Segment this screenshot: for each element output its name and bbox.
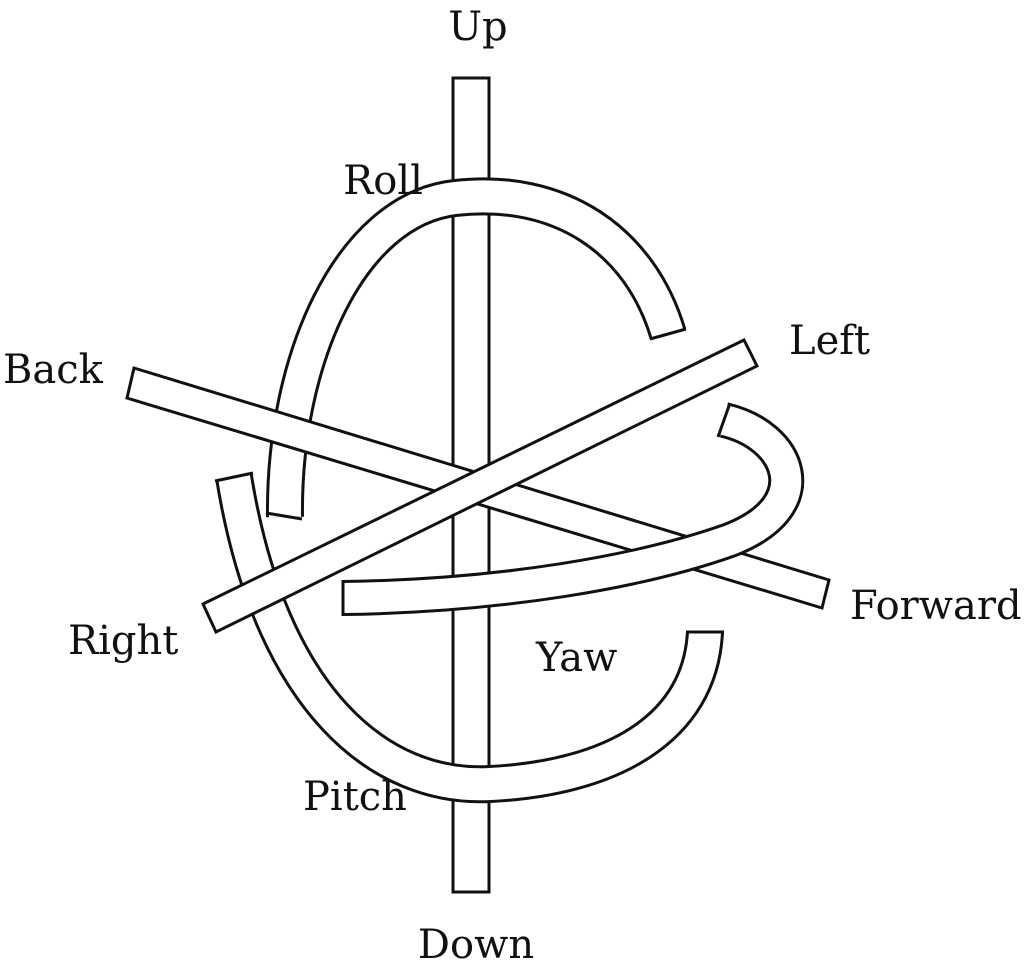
- pitch-arc: [214, 471, 724, 804]
- label-down: Down: [418, 922, 534, 968]
- roll-arc: [265, 177, 687, 521]
- label-forward: Forward: [850, 583, 1022, 629]
- label-back: Back: [3, 347, 104, 393]
- label-pitch: Pitch: [303, 774, 407, 820]
- label-roll: Roll: [343, 158, 423, 204]
- label-yaw: Yaw: [535, 635, 617, 681]
- yaw-arc: [341, 402, 805, 616]
- label-right: Right: [68, 618, 178, 664]
- label-up: Up: [448, 4, 507, 50]
- left-right-axis-band: [201, 338, 760, 635]
- label-left: Left: [789, 318, 870, 364]
